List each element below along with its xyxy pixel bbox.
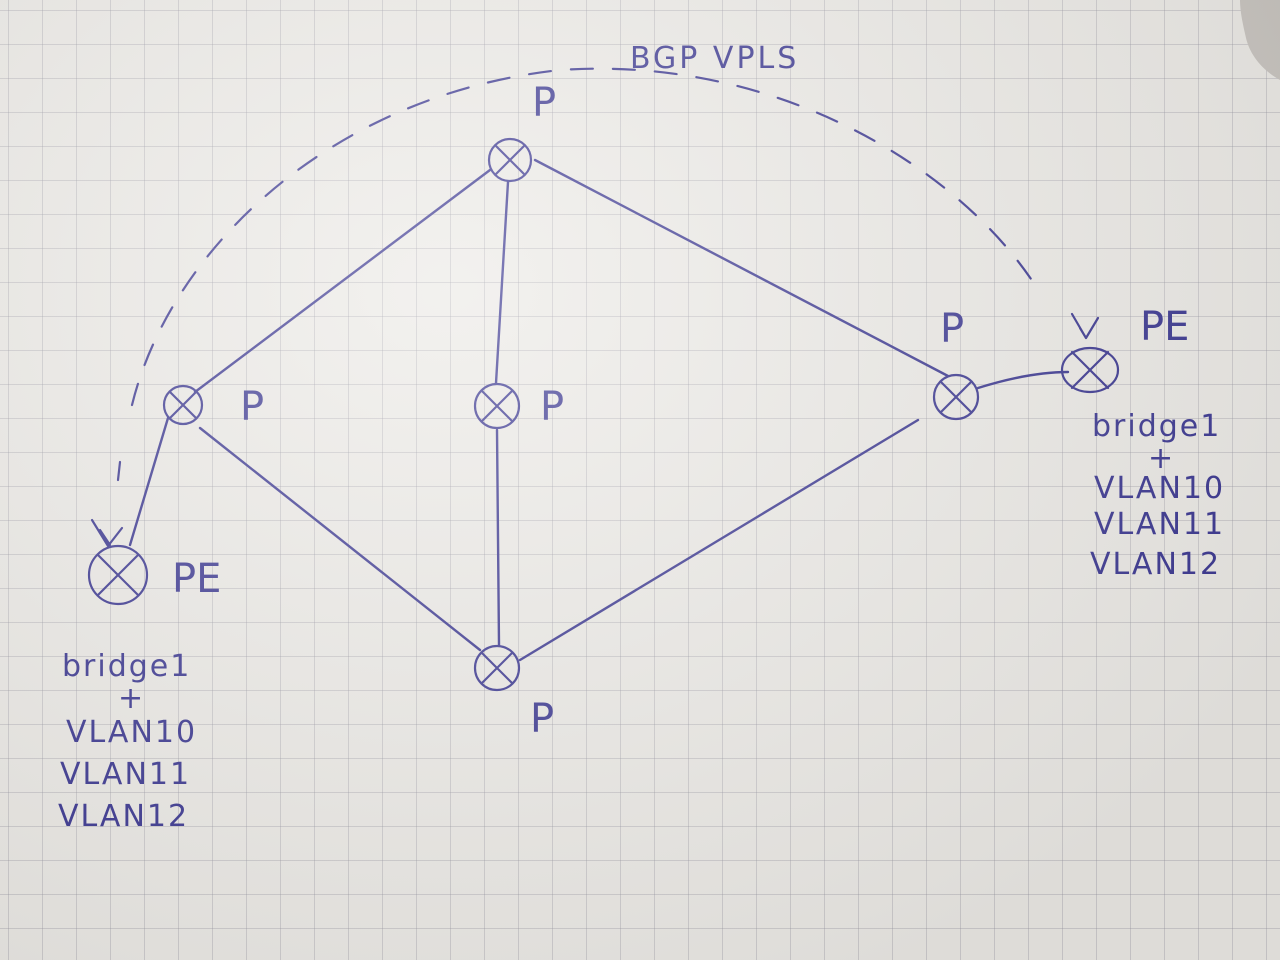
config-right-bridge: bridge1 — [1092, 409, 1221, 444]
corner-decoration — [1240, 0, 1280, 80]
config-left-vlan: VLAN11 — [60, 757, 191, 792]
link-p-bottom-p-right — [518, 418, 920, 662]
node-p-bottom — [473, 644, 521, 692]
bgp-vpls-arc-end-left — [116, 460, 122, 482]
link-p-left-pe-left — [128, 416, 170, 547]
bgp-vpls-session-arc — [130, 67, 1037, 407]
link-p-top-p-right — [533, 158, 950, 378]
link-p-left-p-bottom — [198, 426, 482, 652]
node-p-top — [487, 137, 533, 183]
config-right-plus: + — [1148, 441, 1173, 476]
label-pe-left: PE — [172, 556, 221, 602]
link-p-left-p-top — [193, 168, 492, 394]
label-p-left: P — [240, 384, 264, 430]
config-block-left: bridge1 + VLAN10 VLAN11 VLAN12 — [58, 649, 197, 834]
link-p-top-p-center — [494, 180, 510, 385]
link-p-right-pe-right — [976, 370, 1070, 390]
config-right-vlan: VLAN10 — [1094, 471, 1225, 506]
config-right-vlan: VLAN12 — [1090, 547, 1221, 582]
node-pe-left — [87, 518, 149, 606]
arrow-pe-left — [90, 518, 124, 548]
config-block-right: bridge1 + VLAN10 VLAN11 VLAN12 — [1090, 409, 1225, 582]
diagram-title: BGP VPLS — [630, 41, 799, 76]
config-left-plus: + — [118, 681, 143, 716]
config-left-vlan: VLAN12 — [58, 799, 189, 834]
nodes — [87, 137, 1120, 692]
label-p-right: P — [940, 306, 964, 352]
link-p-center-p-bottom — [495, 428, 501, 647]
label-p-top: P — [532, 80, 556, 126]
config-left-bridge: bridge1 — [62, 649, 191, 684]
node-p-center — [473, 382, 521, 430]
node-p-right — [932, 373, 980, 421]
node-pe-right — [1060, 312, 1120, 394]
arrow-pe-right — [1070, 312, 1100, 340]
label-p-bottom: P — [530, 696, 554, 742]
label-pe-right: PE — [1140, 304, 1189, 350]
label-p-center: P — [540, 384, 564, 430]
links — [128, 158, 1070, 662]
config-left-vlan: VLAN10 — [66, 715, 197, 750]
config-right-vlan: VLAN11 — [1094, 507, 1225, 542]
node-p-left — [162, 384, 204, 426]
